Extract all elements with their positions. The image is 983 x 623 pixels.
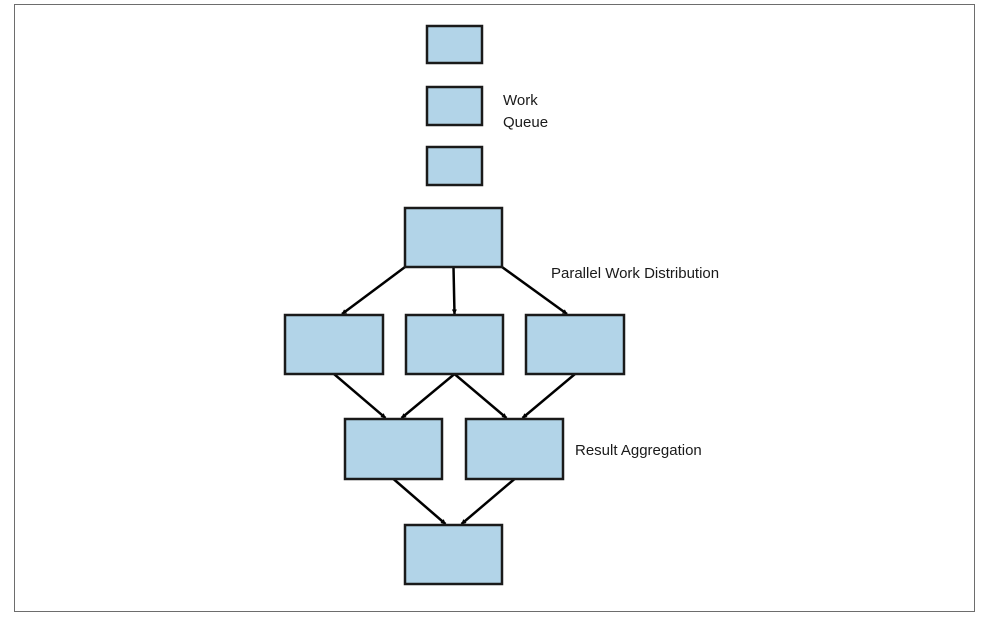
work-queue-label-line2: Queue [503,114,548,131]
queue-item-3 [425,145,484,187]
nodes [283,24,626,586]
edge-worker-2-to-aggregator-1 [400,373,456,419]
result-aggregation-label: Result Aggregation [575,442,702,459]
edge-worker-2-to-aggregator-2 [453,373,508,419]
edge-aggregator-1-to-final-result [392,478,447,525]
edge-dispatcher-to-worker-3 [501,265,568,316]
parallel-work-distribution-label: Parallel Work Distribution [551,265,719,282]
queue-item-1 [425,24,484,65]
edge-dispatcher-to-worker-2 [451,266,457,315]
edges [333,265,576,525]
worker-3 [524,313,626,376]
diagram-frame [14,4,975,612]
labels: Work Queue Parallel Work Distribution Re… [503,92,719,459]
worker-2 [404,313,505,376]
edge-worker-3-to-aggregator-2 [521,373,576,419]
edge-dispatcher-to-worker-1 [341,265,406,316]
dispatcher [403,206,504,269]
aggregator-1 [343,417,444,481]
worker-1 [283,313,385,376]
queue-item-2 [425,85,484,127]
edge-aggregator-2-to-final-result [460,478,516,525]
work-queue-label-line1: Work [503,92,538,109]
final-result [403,523,504,586]
aggregator-2 [464,417,565,481]
edge-worker-1-to-aggregator-1 [333,373,387,419]
